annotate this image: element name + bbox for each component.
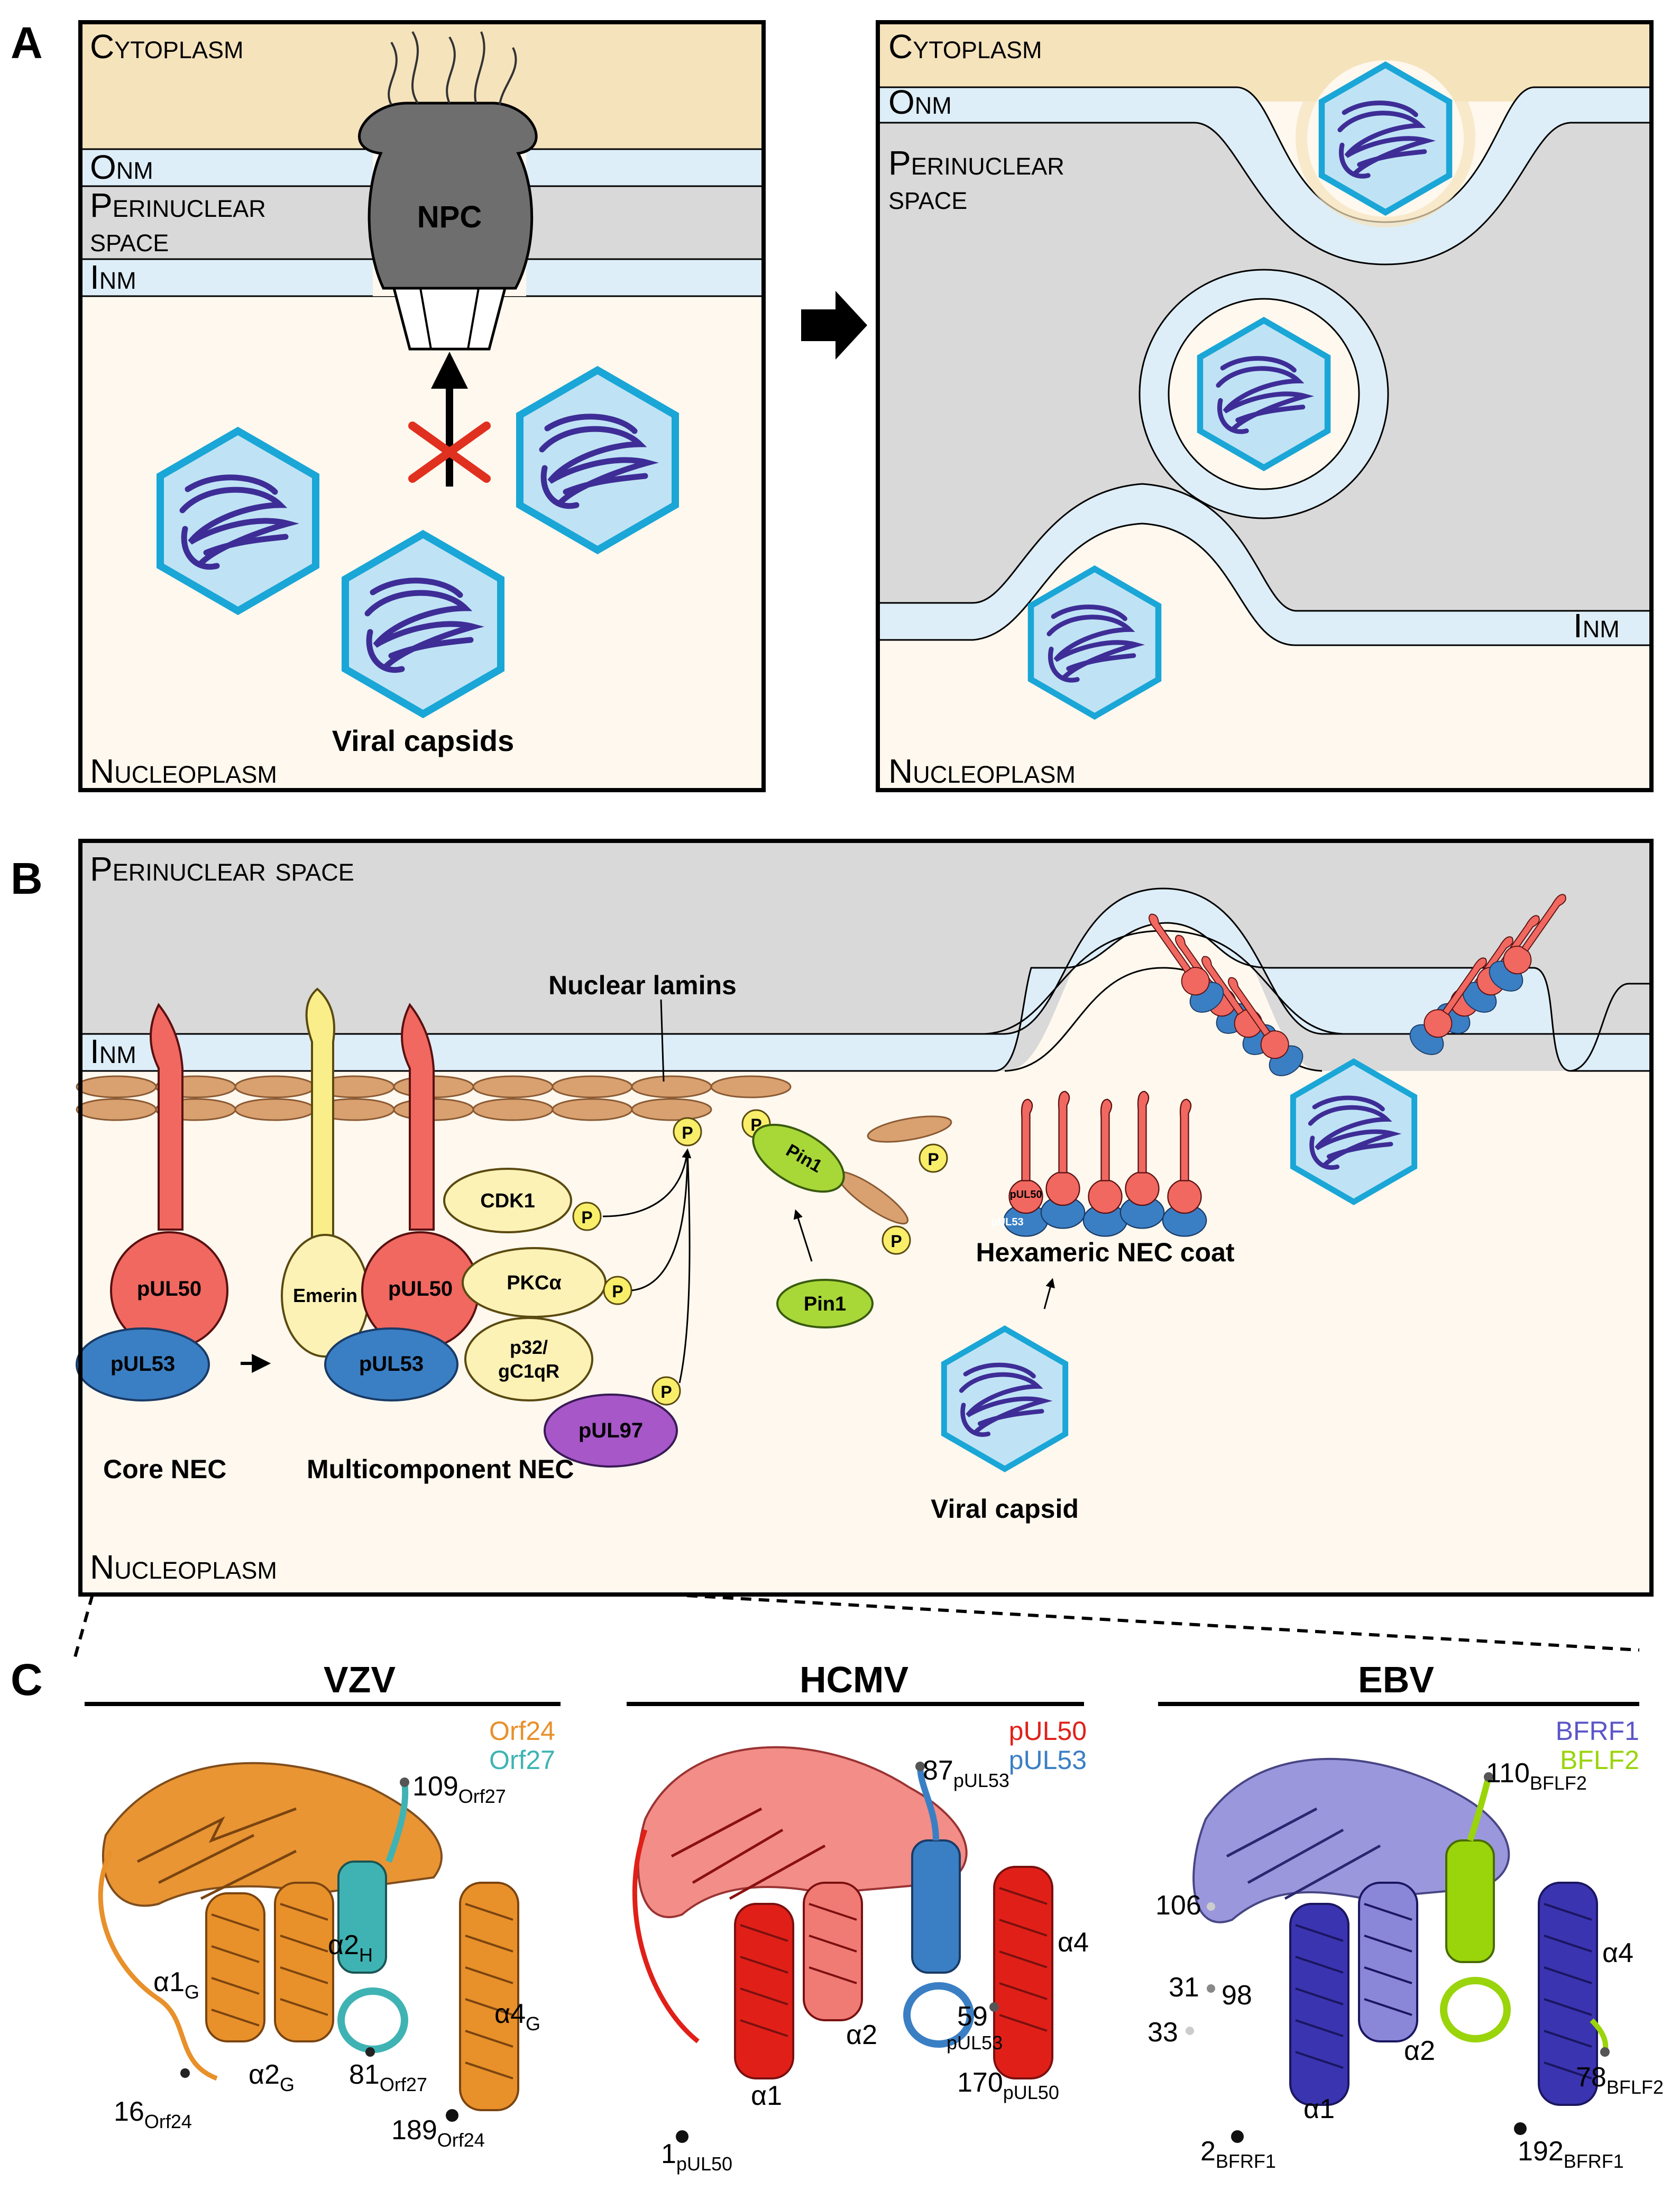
perinuclear-label-2: space — [888, 178, 967, 216]
viral-capsids-label: Viral capsids — [332, 724, 515, 757]
vzv-structure: VZV Orf24 Orf27 109Orf27 α1G α2H α4G α2G… — [85, 1659, 561, 2151]
pkca-label: PKCα — [507, 1272, 562, 1294]
hcmv-label-59: 59 — [957, 2001, 988, 2032]
ebv-label-a1: α1 — [1303, 2094, 1335, 2124]
ebv-label-2: 2BFRF1 — [1200, 2136, 1276, 2172]
svg-text:P: P — [660, 1382, 672, 1401]
hexameric-nec-coat: pUL50 pUL53 Hexameric NEC coat — [976, 1091, 1235, 1267]
perinuclear-label: Perinuclear space — [90, 850, 354, 888]
hexameric-nec-label: Hexameric NEC coat — [976, 1238, 1234, 1267]
hcmv-label-a1: α1 — [751, 2081, 782, 2111]
nucleoplasm-label: Nucleoplasm — [90, 1548, 277, 1586]
emerin-label: Emerin — [293, 1285, 357, 1306]
perinuclear-label: Perinuclear — [888, 144, 1064, 182]
vzv-label-a4: α4G — [494, 1999, 540, 2035]
ebv-label-106: 106 — [1155, 1890, 1201, 1921]
p32-label: p32/ — [510, 1336, 548, 1358]
hcmv-legend-pul53: pUL53 — [1009, 1745, 1087, 1775]
svg-text:P: P — [928, 1150, 939, 1169]
vzv-legend-orf27: Orf27 — [489, 1745, 555, 1775]
ebv-structure: EBV BFRF1 BFLF2 110BFLF2 106 α4 31 98 33… — [1147, 1659, 1664, 2172]
pul53-label: pUL53 — [359, 1352, 424, 1376]
gc1qr-label: gC1qR — [498, 1360, 559, 1382]
hcmv-label-87: 87pUL53 — [923, 1755, 1009, 1791]
perinuclear-label: Perinuclear — [90, 186, 266, 224]
cdk1-label: CDK1 — [480, 1190, 535, 1212]
cytoplasm-label: Cytoplasm — [90, 28, 243, 66]
ebv-label-98: 98 — [1222, 1980, 1252, 2011]
nuclear-lamins — [76, 1075, 952, 1225]
vzv-label-81: 81Orf27 — [349, 2059, 427, 2095]
panel-a-letter: A — [11, 18, 43, 68]
phospho-markers: P P P P P P P — [572, 1109, 948, 1406]
inm-label: Inm — [1573, 607, 1620, 645]
vzv-label-a1: α1G — [153, 1967, 199, 2003]
cytoplasm-label: Cytoplasm — [888, 28, 1042, 66]
blocked-x-icon — [408, 421, 491, 483]
vzv-legend-orf24: Orf24 — [489, 1716, 555, 1746]
nuclear-lamins-label: Nuclear lamins — [548, 970, 737, 1000]
nucleoplasm-label: Nucleoplasm — [888, 752, 1076, 790]
pul50-label: pUL50 — [388, 1277, 453, 1300]
onm-label: Onm — [90, 148, 153, 186]
vzv-label-a2h: α2H — [328, 1930, 373, 1966]
hcmv-title: HCMV — [800, 1659, 908, 1700]
ebv-label-192: 192BFRF1 — [1518, 2136, 1624, 2172]
small-pul50-label: pUL50 — [1009, 1189, 1042, 1201]
transition-arrow-icon — [801, 291, 867, 360]
hcmv-label-a2: α2 — [846, 2020, 877, 2050]
npc-label: NPC — [417, 200, 482, 234]
hcmv-label-a4: α4 — [1058, 1927, 1089, 1958]
ebv-legend-bflf2: BFLF2 — [1560, 1745, 1639, 1775]
perinuclear-label-2: space — [90, 221, 169, 259]
vzv-label-16: 16Orf24 — [114, 2096, 192, 2132]
viral-capsid-label: Viral capsid — [931, 1494, 1079, 1524]
ebv-label-33: 33 — [1147, 2017, 1178, 2048]
ebv-label-78: 78BFLF2 — [1576, 2062, 1664, 2098]
panel-a-left: NPC Viral capsids Cytoplasm Onm Perinucl… — [78, 20, 766, 792]
pul50-label: pUL50 — [137, 1277, 201, 1300]
hcmv-label-170: 170pUL50 — [957, 2067, 1059, 2103]
hcmv-structure: HCMV pUL50 pUL53 87pUL53 α4 α2 59 pUL53 … — [627, 1659, 1089, 2175]
ebv-legend-bfrf1: BFRF1 — [1556, 1716, 1639, 1746]
panel-c-letter: C — [11, 1655, 43, 1705]
vzv-label-a2g: α2G — [249, 2059, 295, 2095]
ebv-label-110: 110BFLF2 — [1486, 1758, 1587, 1794]
vzv-title: VZV — [324, 1659, 396, 1700]
core-nec-label: Core NEC — [103, 1454, 226, 1484]
nuclear-pore-complex: NPC — [357, 31, 538, 351]
ebv-label-31: 31 — [1169, 1972, 1199, 2003]
multicomponent-nec-label: Multicomponent NEC — [307, 1454, 574, 1484]
core-nec: pUL50 pUL53 Core NEC — [76, 1003, 228, 1484]
vzv-label-109: 109Orf27 — [412, 1771, 506, 1807]
ebv-label-a4: α4 — [1602, 1938, 1633, 1968]
nucleoplasm-label: Nucleoplasm — [90, 752, 277, 790]
pul53-label: pUL53 — [111, 1352, 175, 1376]
small-pul53-label: pUL53 — [991, 1216, 1023, 1228]
ebv-label-a2: α2 — [1404, 2036, 1435, 2066]
onm-label: Onm — [888, 83, 952, 121]
hcmv-label-1: 1pUL50 — [661, 2139, 732, 2175]
hcmv-legend-pul50: pUL50 — [1009, 1716, 1087, 1746]
svg-text:P: P — [581, 1208, 592, 1227]
svg-text:P: P — [682, 1123, 693, 1142]
pul97-label: pUL97 — [579, 1419, 643, 1442]
inm-label: Inm — [90, 258, 136, 296]
svg-text:P: P — [891, 1232, 902, 1251]
pin1: Pin1 Pin1 — [752, 1123, 874, 1328]
pin1-label: Pin1 — [804, 1293, 846, 1315]
hcmv-label-59-sub: pUL53 — [947, 2032, 1003, 2054]
panel-b: Nuclear lamins pUL50 pUL53 Core NEC Emer… — [76, 839, 1654, 1597]
inm-label: Inm — [90, 1032, 136, 1070]
vzv-label-189: 189Orf24 — [391, 2115, 485, 2151]
panel-a-right: Cytoplasm Onm Perinuclear space Inm Nucl… — [876, 20, 1654, 792]
svg-text:P: P — [612, 1282, 623, 1301]
multicomponent-nec: Emerin pUL50 pUL53 CDK1 PKCα p32/ gC1qR … — [281, 987, 678, 1484]
panel-b-letter: B — [11, 854, 43, 903]
ebv-title: EBV — [1358, 1659, 1434, 1700]
